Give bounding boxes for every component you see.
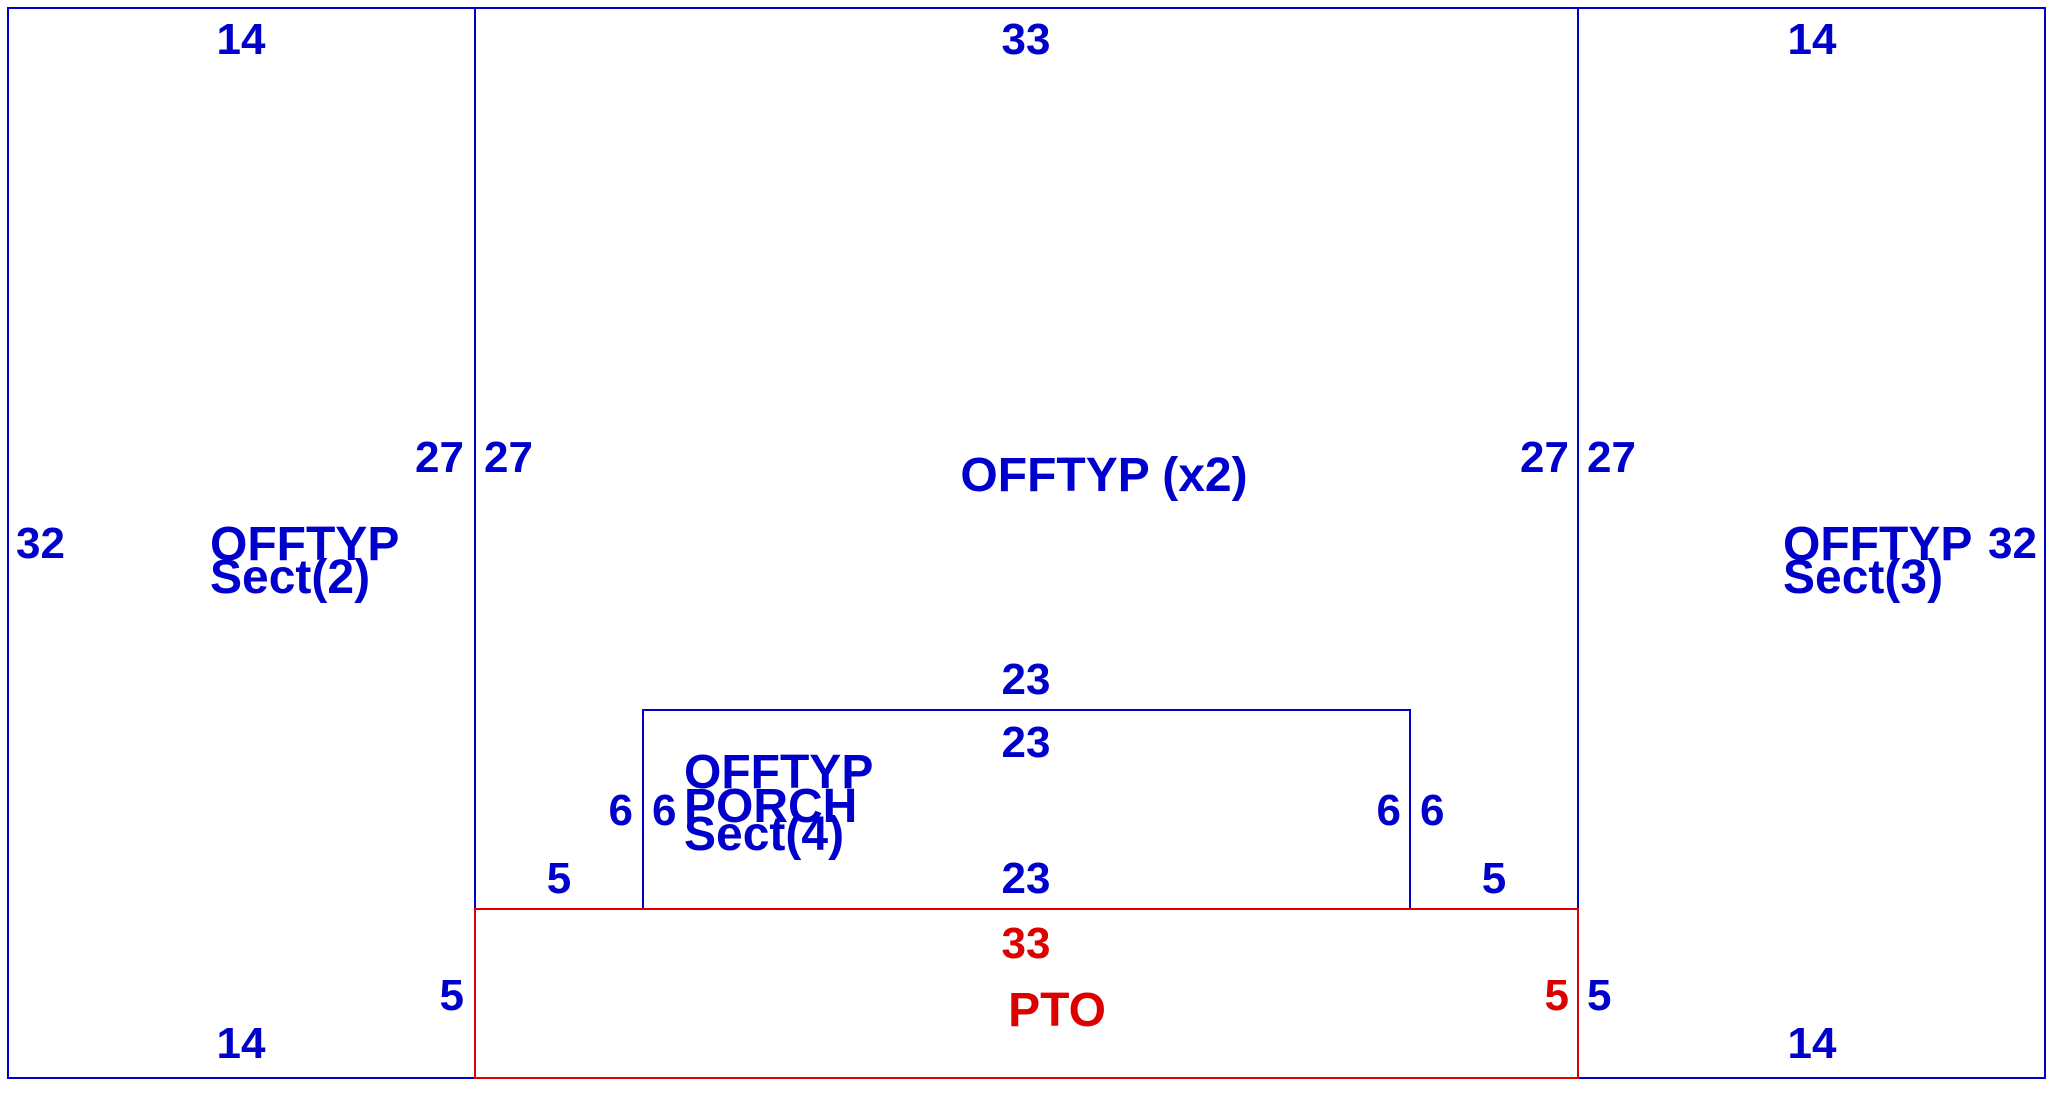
porch-section-name-2: PORCH — [684, 780, 857, 833]
porch-left-inner-dimension: 6 — [652, 786, 676, 835]
porch-left-outer-dimension: 6 — [609, 786, 633, 835]
section-right-outline — [1577, 7, 2046, 1079]
main-left-step-dimension: 5 — [547, 854, 571, 903]
right-inner-lower-dimension: 5 — [1587, 971, 1611, 1020]
porch-section-sub: Sect(4) — [684, 808, 844, 861]
left-section-sub: Sect(2) — [210, 551, 370, 604]
right-top-dimension: 14 — [1788, 15, 1837, 64]
left-section-name: OFFTYP — [210, 518, 399, 571]
pto-section-name: PTO — [1008, 984, 1106, 1037]
left-inner-lower-dimension: 5 — [440, 971, 464, 1020]
porch-top-inner-dimension: 23 — [1002, 718, 1051, 767]
main-left-side-dimension: 27 — [484, 433, 533, 482]
right-bottom-dimension: 14 — [1788, 1019, 1837, 1068]
right-section-name: OFFTYP — [1783, 518, 1972, 571]
left-bottom-dimension: 14 — [217, 1019, 266, 1068]
porch-section-name-1: OFFTYP — [684, 746, 873, 799]
left-inner-upper-dimension: 27 — [415, 433, 464, 482]
section-pto-outline — [474, 908, 1579, 1079]
porch-bottom-dimension: 23 — [1002, 854, 1051, 903]
pto-side-dimension: 5 — [1545, 971, 1569, 1020]
main-section-name: OFFTYP (x2) — [960, 449, 1247, 502]
left-outer-side-dimension: 32 — [16, 519, 65, 568]
main-right-side-dimension: 27 — [1520, 433, 1569, 482]
porch-right-inner-dimension: 6 — [1420, 786, 1444, 835]
left-top-dimension: 14 — [217, 15, 266, 64]
main-right-step-dimension: 5 — [1482, 854, 1506, 903]
right-inner-upper-dimension: 27 — [1587, 433, 1636, 482]
main-top-dimension: 33 — [1002, 15, 1051, 64]
right-section-sub: Sect(3) — [1783, 551, 1943, 604]
porch-right-outer-dimension: 6 — [1377, 786, 1401, 835]
porch-top-outer-dimension: 23 — [1002, 655, 1051, 704]
right-outer-side-dimension: 32 — [1988, 519, 2037, 568]
section-porch-outline — [642, 709, 1411, 909]
pto-top-dimension: 33 — [1002, 919, 1051, 968]
